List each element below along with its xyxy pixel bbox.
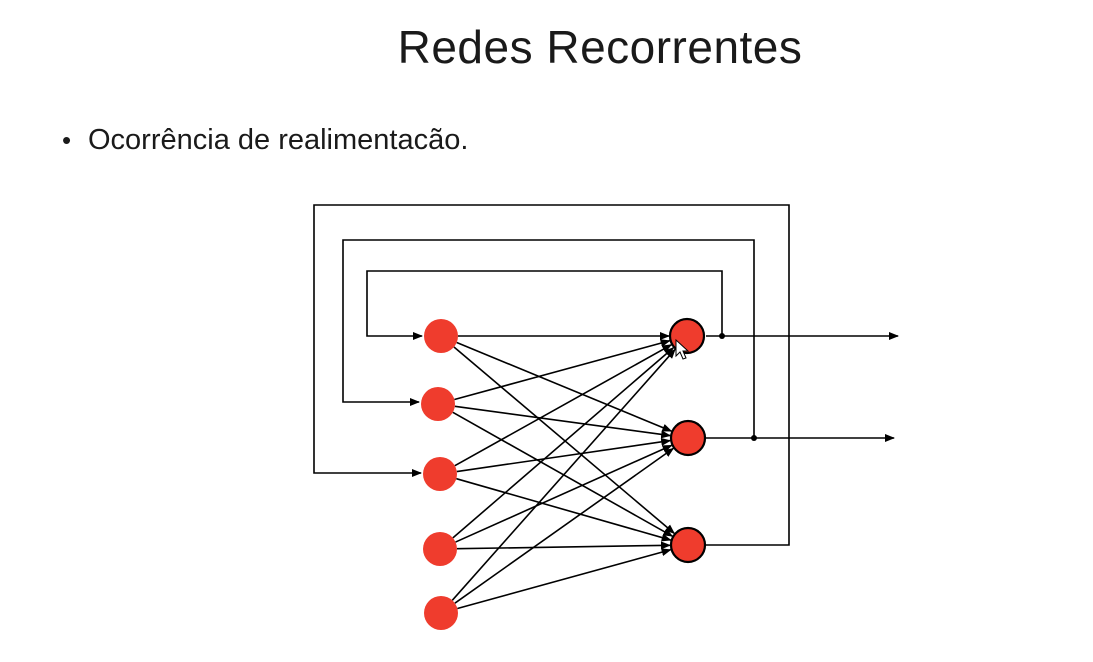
edge-in5-out1: [451, 348, 676, 601]
input-node-5: [424, 596, 458, 630]
connection-edges: [451, 332, 676, 610]
edge-in5-out3: [457, 548, 672, 610]
neuron-nodes: [421, 317, 707, 630]
edge-in3-out3: [456, 477, 672, 542]
edge-in2-out1: [454, 339, 671, 401]
input-node-1: [424, 319, 458, 353]
junction-dot-2: [751, 435, 757, 441]
mouse-cursor-icon: [675, 338, 690, 360]
edge-in2-out3: [452, 411, 674, 537]
edge-in1-out3: [453, 346, 676, 535]
bullet-item: • Ocorrência de realimentacão.: [62, 124, 468, 157]
edge-in3-out2: [456, 437, 672, 473]
output-node-2: [669, 419, 707, 457]
edge-in3-out1: [454, 344, 673, 467]
input-node-3: [423, 457, 457, 491]
edge-in5-out2: [454, 447, 675, 604]
slide-title: Redes Recorrentes: [397, 21, 803, 73]
output-node-1: [668, 317, 706, 355]
edge-in4-out1: [452, 347, 675, 539]
edge-in2-out2: [454, 405, 672, 439]
edge-in1-out2: [456, 341, 673, 432]
feedback-loops: [313, 204, 899, 546]
edge-in4-out3: [456, 541, 672, 550]
bullet-text: Ocorrência de realimentacão.: [88, 124, 469, 156]
bullet-icon: •: [62, 125, 72, 155]
input-node-2: [421, 387, 455, 421]
feedback-loop-1: [366, 270, 723, 340]
feedback-loop-2: [342, 239, 755, 439]
input-node-4: [423, 532, 457, 566]
output-node-3: [669, 526, 707, 564]
edge-in4-out2: [455, 444, 673, 543]
junction-dot-1: [719, 333, 725, 339]
feedback-loop-3: [313, 204, 790, 546]
